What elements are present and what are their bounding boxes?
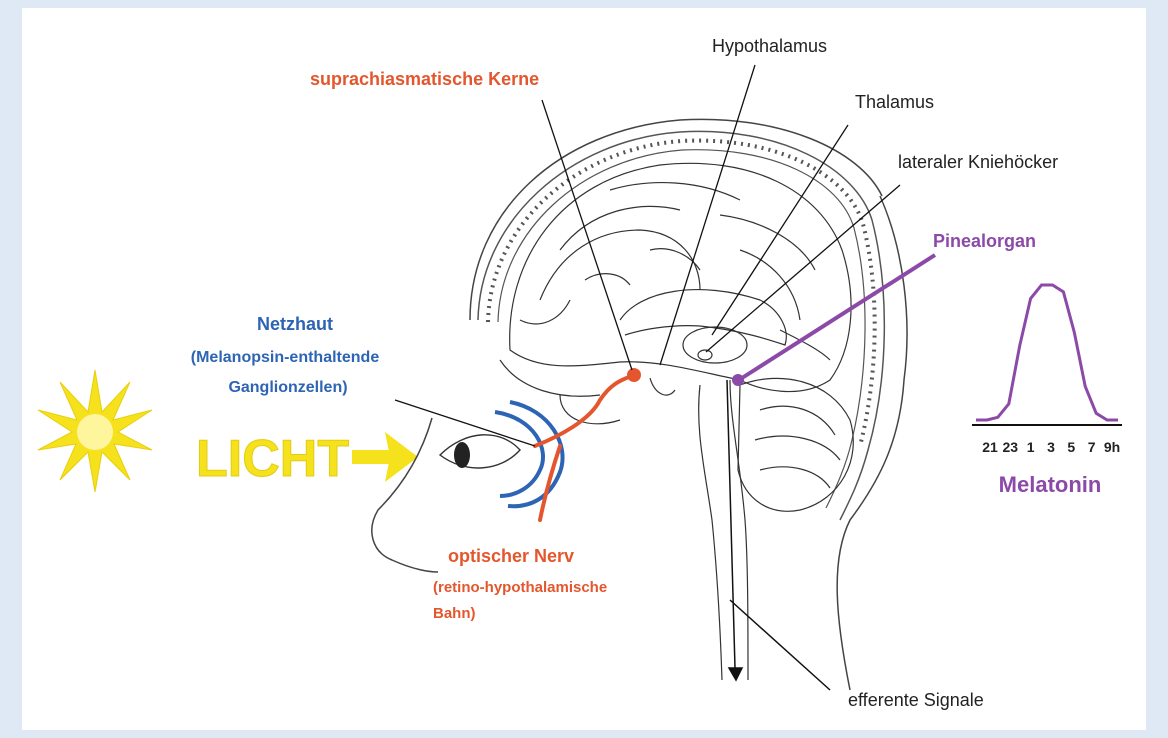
brainstem (699, 380, 748, 680)
cerebellum (738, 378, 853, 511)
sun-core (77, 414, 113, 450)
melatonin-tick-3: 3 (1047, 439, 1055, 455)
eye (440, 435, 520, 468)
corpus-callosum (620, 290, 786, 345)
hypothalamus-label: Hypothalamus (712, 36, 827, 56)
melatonin-tick-5: 7 (1088, 439, 1096, 455)
efferent-label: efferente Signale (848, 690, 984, 710)
retina-line3: Ganglionzellen) (228, 379, 347, 396)
sun-icon (38, 370, 152, 492)
optic-nerve-line2: (retino-hypothalamische (433, 579, 607, 596)
efferent-arrow (727, 380, 830, 690)
optic-nerve-line3: Bahn) (433, 605, 476, 622)
pineal-label: Pinealorgan (933, 231, 1036, 251)
light-arrow (352, 432, 418, 482)
leader-lines (395, 65, 900, 446)
optic-nerve-title: optischer Nerv (448, 546, 574, 566)
melatonin-tick-4: 5 (1067, 439, 1075, 455)
optic-nerve (535, 376, 632, 520)
brain (500, 163, 853, 680)
melatonin-curve (976, 285, 1118, 420)
melatonin-tick-2: 1 (1027, 439, 1035, 455)
retina-title: Netzhaut (257, 314, 333, 334)
scn-marker (627, 368, 641, 382)
retina-line2: (Melanopsin-enthaltende (191, 349, 380, 366)
melatonin-title: Melatonin (999, 472, 1102, 497)
thalamus-label: Thalamus (855, 92, 934, 112)
suprachiasmatic-label: suprachiasmatische Kerne (310, 69, 539, 89)
melatonin-tick-1: 23 (1003, 439, 1019, 455)
pupil-icon (454, 442, 470, 468)
lgn-shape (698, 350, 712, 360)
melatonin-tick-6: 9h (1104, 439, 1120, 455)
retina-arcs (495, 402, 563, 506)
light-label: LICHT (196, 430, 349, 488)
melatonin-tick-0: 21 (982, 439, 998, 455)
lgn-label: lateraler Kniehöcker (898, 152, 1058, 172)
